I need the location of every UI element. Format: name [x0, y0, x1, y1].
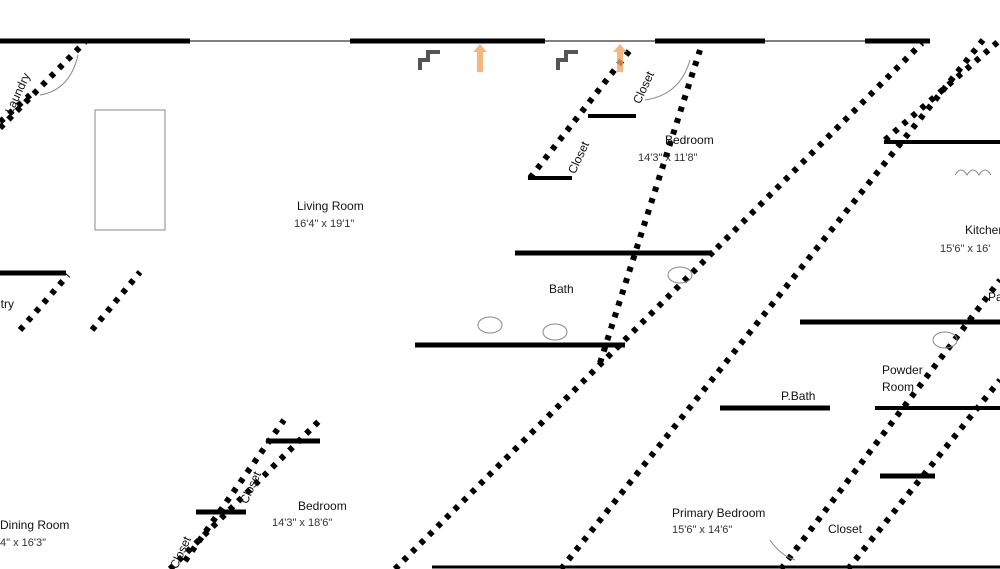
wall-dashed	[597, 49, 703, 364]
up-arrow-icon	[473, 44, 487, 72]
wall-dashed	[89, 270, 143, 332]
room-dimensions: 15'6" x 14'6"	[672, 524, 733, 536]
wall-dashed	[778, 278, 1000, 569]
room-dimensions: 4" x 16'3"	[0, 537, 46, 549]
toilet	[667, 266, 693, 284]
sink	[477, 316, 503, 334]
room-label: Living Room	[297, 199, 364, 213]
stair-icon	[418, 46, 442, 72]
wall-dashed	[558, 38, 986, 569]
stove-burners	[954, 169, 992, 176]
door-swing	[644, 59, 691, 101]
room-dimensions: 15'6" x 16'	[940, 243, 991, 255]
room-label: Closet	[828, 522, 863, 536]
wall-dashed	[527, 48, 633, 180]
wall-dashed	[392, 245, 720, 569]
door-swing	[769, 539, 796, 561]
room-dimensions: 14'3" x 11'8"	[638, 152, 698, 164]
wall-dashed	[883, 37, 1000, 143]
wall-dashed	[0, 39, 88, 131]
room-dimensions: 16'4" x 19'1"	[294, 218, 355, 230]
wall-dashed	[845, 378, 1000, 569]
wall-dashed	[17, 273, 71, 332]
wall-dashed	[182, 418, 287, 563]
wall-dashed	[714, 40, 925, 251]
room-label: Kitchen	[965, 223, 1000, 237]
room-label: Primary Bedroom	[672, 506, 766, 520]
sink	[932, 331, 958, 349]
door-swing	[39, 54, 79, 96]
room-label: Bedroom	[665, 133, 714, 147]
room-label: Entry	[0, 297, 15, 311]
sink	[542, 323, 568, 341]
room-label: Bath	[549, 282, 574, 296]
room-label: Dining Room	[0, 518, 70, 532]
room-label: Powder Room	[882, 363, 923, 394]
room-label: Pantry	[988, 290, 1000, 304]
stair-icon	[556, 46, 580, 72]
room-label: Bedroom	[298, 499, 347, 513]
stairs	[94, 109, 166, 231]
room-dimensions: 14'3" x 18'6"	[272, 517, 333, 529]
up-arrow-icon	[613, 44, 627, 72]
room-label: P.Bath	[781, 389, 816, 403]
